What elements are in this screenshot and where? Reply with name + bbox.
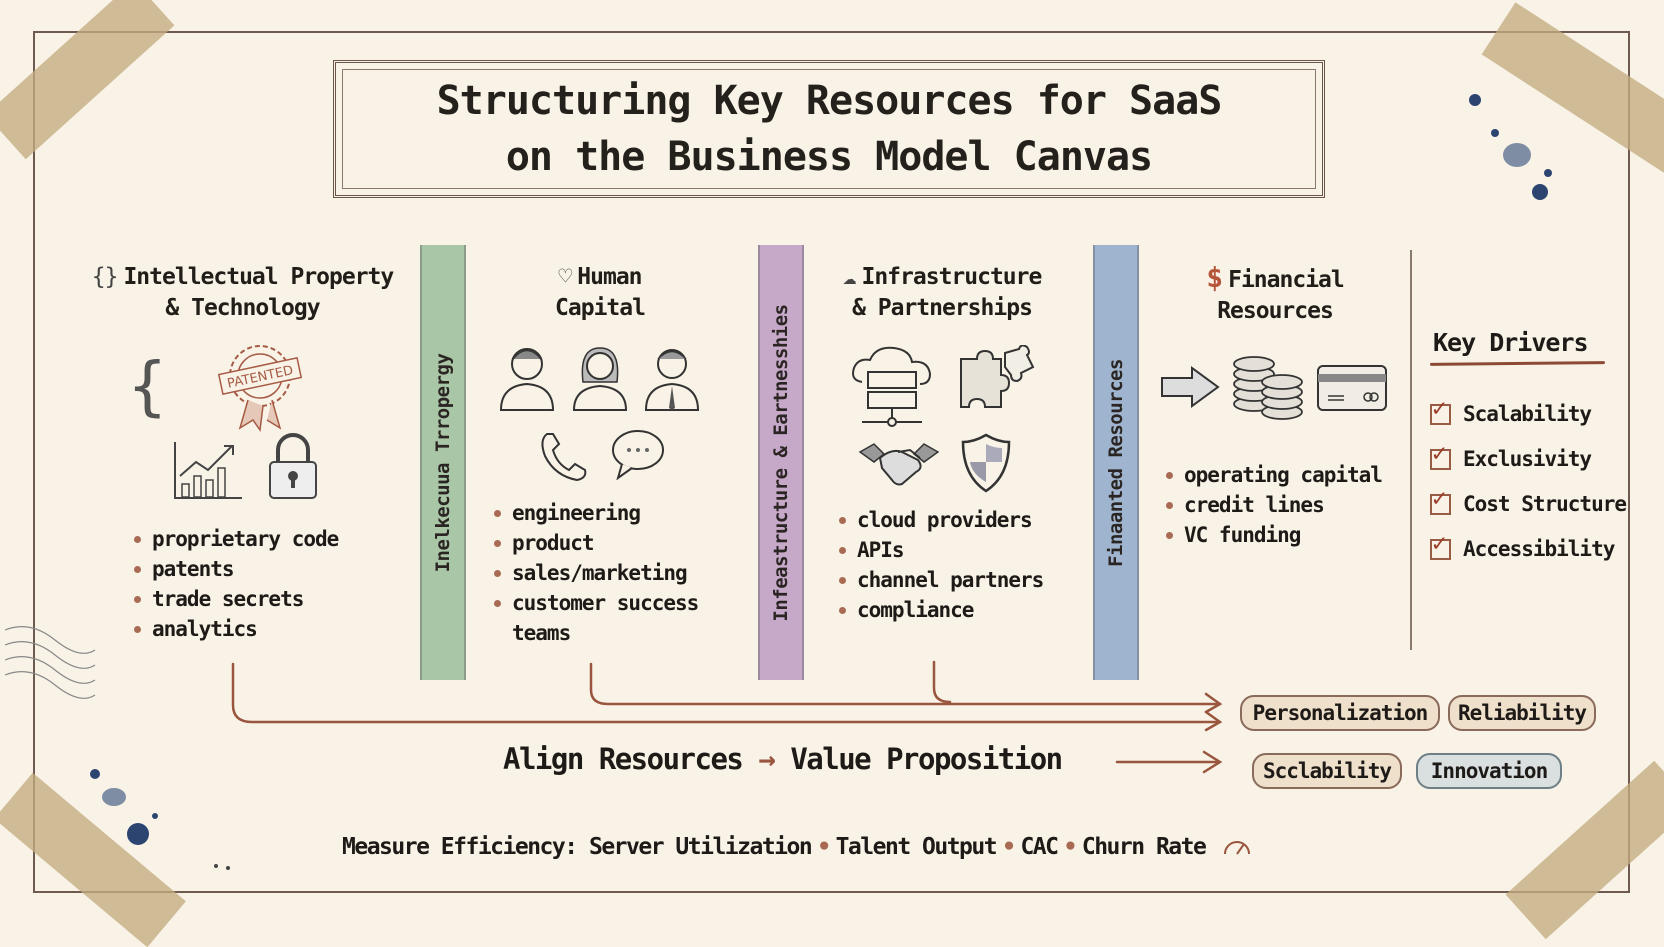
- list-item: compliance: [835, 595, 1043, 625]
- person-male-icon: [499, 348, 555, 411]
- human-bullet-list: engineering product sales/marketing cust…: [490, 498, 699, 648]
- checkbox-icon: [1430, 484, 1451, 515]
- financial-band-label: Finaanted Resources: [1105, 358, 1127, 567]
- list-item: patents: [130, 554, 338, 584]
- list-item: trade secrets: [130, 584, 338, 614]
- gauge-icon: [1223, 841, 1250, 855]
- financial-band: Finaanted Resources: [1093, 245, 1139, 680]
- align-resources-caption: Align Resources → Value Proposition: [503, 742, 1063, 776]
- checkbox-icon: [1430, 439, 1451, 470]
- lightbulb-icon: ♡: [558, 264, 572, 290]
- list-item: channel partners: [835, 565, 1044, 595]
- pill-reliability: Reliability: [1448, 695, 1596, 731]
- dollar-icon: $: [1206, 261, 1223, 294]
- financial-heading: $Financial Resources: [1206, 261, 1344, 324]
- list-item: operating capital: [1162, 460, 1383, 490]
- list-item: cloud providers: [835, 505, 1043, 535]
- pill-innovation: Innovation: [1416, 753, 1562, 789]
- list-item: sales/marketing: [490, 558, 698, 588]
- person-female-icon: [572, 347, 628, 411]
- credit-card-icon: [1317, 365, 1387, 411]
- list-item: analytics: [130, 614, 338, 644]
- checkbox-icon: [1430, 529, 1451, 560]
- padlock-icon: [269, 433, 317, 499]
- ink-splatter-top-right: [1469, 94, 1552, 200]
- curly-braces-icon: { }: [128, 352, 198, 420]
- curly-braces-icon: {}: [91, 264, 119, 290]
- title-line-2: on the Business Model Canvas: [505, 134, 1153, 180]
- ink-splatter-bottom-left: [90, 769, 230, 870]
- ip-heading: {}Intellectual Property & Technology: [91, 264, 394, 321]
- checkbox-icon: [1430, 394, 1451, 425]
- key-driver-cost-structure: Cost Structure: [1430, 484, 1627, 516]
- patented-seal-icon: PATENTED: [217, 345, 303, 432]
- growth-chart-icon: [174, 442, 242, 499]
- list-item: customer success: [490, 588, 699, 618]
- financial-bullet-list: operating capital credit lines VC fundin…: [1162, 460, 1383, 550]
- infra-band: Infeastructure & Eartnesshies: [758, 245, 804, 680]
- arrow-right-icon: [1161, 366, 1220, 408]
- list-item: APIs: [835, 535, 1043, 565]
- list-item: credit lines: [1162, 490, 1382, 520]
- key-drivers-title: Key Drivers: [1433, 328, 1589, 357]
- key-driver-exclusivity: Exclusivity: [1430, 439, 1592, 471]
- measure-efficiency-line: Measure Efficiency: Server Utilization•T…: [342, 834, 1252, 860]
- puzzle-icon: [960, 345, 1035, 408]
- ip-band-label: Inelkecuua Trropergy: [432, 353, 454, 572]
- list-item: product: [490, 528, 698, 558]
- title-banner: Structuring Key Resources for SaaS on th…: [333, 60, 1325, 198]
- pill-scclability: Scclability: [1252, 753, 1402, 789]
- ip-band: Inelkecuua Trropergy: [420, 245, 466, 680]
- cloud-server-icon: [852, 346, 932, 427]
- pill-personalization: Personalization: [1240, 695, 1440, 731]
- list-item: engineering: [490, 498, 698, 528]
- infra-band-label: Infeastructure & Eartnesshies: [770, 303, 792, 622]
- person-suit-icon: [644, 349, 700, 411]
- arrow-right-icon: →: [758, 742, 775, 776]
- coin-stack-icon: [1233, 356, 1303, 420]
- key-driver-accessibility: Accessibility: [1430, 529, 1615, 561]
- list-item: VC funding: [1162, 520, 1382, 550]
- cloud-icon: ☁: [842, 264, 857, 290]
- list-item: teams: [512, 621, 571, 645]
- shield-icon: [961, 433, 1011, 493]
- svg-text:{ }: { }: [128, 352, 198, 420]
- key-driver-scalability: Scalability: [1430, 394, 1592, 426]
- title-line-1: Structuring Key Resources for SaaS: [436, 78, 1223, 124]
- handshake-icon: [858, 443, 940, 486]
- ip-bullet-list: proprietary code patents trade secrets a…: [130, 524, 339, 644]
- list-item: proprietary code: [130, 524, 339, 554]
- human-heading: ♡Human Capital: [555, 264, 646, 321]
- chat-bubble-icon: [612, 430, 664, 480]
- key-drivers-divider: [1410, 250, 1412, 650]
- postmark-lines: [4, 626, 96, 699]
- phone-icon: [541, 433, 587, 482]
- infra-heading: ☁Infrastructure & Partnerships: [842, 264, 1043, 321]
- infra-bullet-list: cloud providers APIs channel partners co…: [835, 505, 1044, 625]
- canvas-frame: [33, 31, 1630, 893]
